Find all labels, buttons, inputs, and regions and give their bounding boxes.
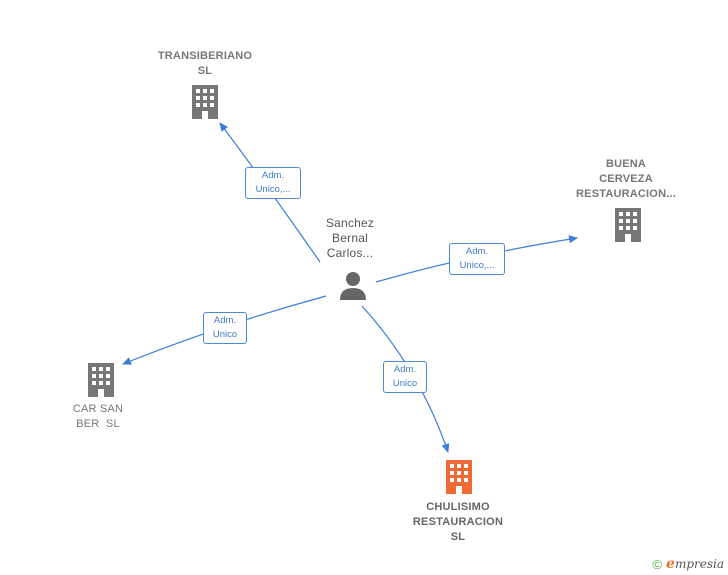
company-name-line: CERVEZA	[599, 173, 653, 185]
edge-role-line: Adm.	[213, 315, 237, 326]
brand-name: mpresia	[674, 557, 724, 571]
building-icon[interactable]	[86, 363, 116, 397]
person-icon[interactable]	[338, 270, 368, 300]
edge-role-line: Adm.	[261, 170, 285, 181]
company-name-line: SL	[197, 65, 213, 77]
building-icon[interactable]	[613, 208, 643, 242]
person-name-line: Bernal	[332, 231, 368, 245]
company-name-line: BER SL	[76, 418, 120, 430]
company-name-line: RESTAURACION...	[576, 188, 676, 200]
company-label-buena-cerveza[interactable]: BUENA CERVEZA RESTAURACION...	[566, 157, 686, 202]
edge-label-transiberiano[interactable]: Adm. Unico,...	[245, 167, 301, 199]
person-name-line: Carlos...	[326, 246, 374, 260]
company-name-line: SL	[450, 531, 466, 543]
edge-label-chulisimo[interactable]: Adm. Unico	[383, 361, 427, 393]
company-label-transiberiano[interactable]: TRANSIBERIANO SL	[150, 49, 260, 79]
company-label-chulisimo[interactable]: CHULISIMO RESTAURACION SL	[398, 500, 518, 545]
brand-initial: e	[666, 556, 675, 572]
person-label[interactable]: Sanchez Bernal Carlos...	[310, 216, 390, 261]
copyright-symbol: ©	[652, 556, 663, 572]
company-name-line: CAR SAN	[72, 403, 124, 415]
company-name-line: CHULISIMO	[426, 501, 490, 513]
person-name-line: Sanchez	[325, 216, 375, 230]
company-name-line: RESTAURACION	[412, 516, 504, 528]
edge-role-line: Unico	[212, 329, 238, 340]
edge-role-line: Unico,...	[459, 260, 495, 271]
footer-brand[interactable]: © empresia	[652, 556, 724, 572]
building-icon[interactable]	[190, 85, 220, 119]
brand-logo: empresia	[666, 556, 724, 572]
edge-label-car-san-ber[interactable]: Adm. Unico	[203, 312, 247, 344]
edge-role-line: Unico,...	[255, 184, 291, 195]
edge-role-line: Adm.	[465, 246, 489, 257]
company-label-car-san-ber[interactable]: CAR SAN BER SL	[48, 402, 148, 432]
company-name-line: BUENA	[605, 158, 647, 170]
building-icon[interactable]	[444, 460, 474, 494]
company-name-line: TRANSIBERIANO	[157, 50, 253, 62]
edge-role-line: Unico	[392, 378, 418, 389]
edge-role-line: Adm.	[393, 364, 417, 375]
edge-label-buena-cerveza[interactable]: Adm. Unico,...	[449, 243, 505, 275]
